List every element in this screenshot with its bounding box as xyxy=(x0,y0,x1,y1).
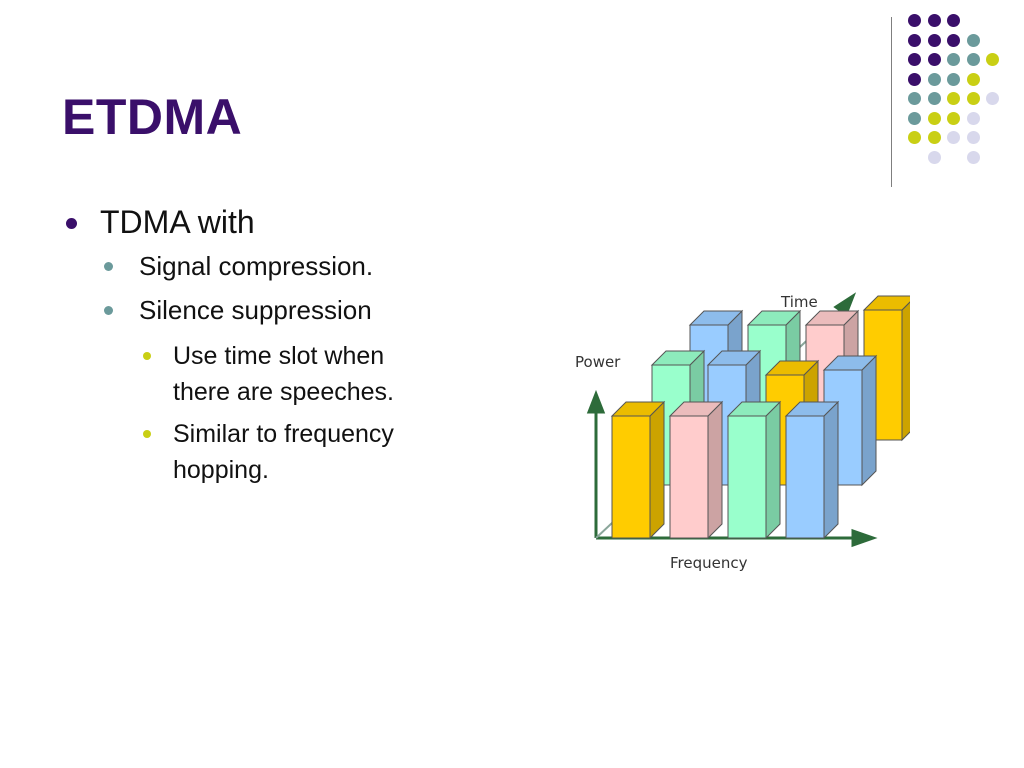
block-side-face xyxy=(765,400,781,540)
block-top-face xyxy=(862,295,910,311)
decorative-dot xyxy=(966,150,980,164)
block-top-face xyxy=(726,401,782,417)
decorative-dot xyxy=(966,72,980,86)
frequency-axis-arrow xyxy=(851,528,878,548)
decorative-dot xyxy=(908,111,921,125)
decorative-dot xyxy=(927,14,941,27)
decorative-dot xyxy=(927,33,941,47)
block-side-face xyxy=(861,354,877,487)
decorative-dot xyxy=(947,131,960,144)
decorative-dot xyxy=(947,14,960,27)
decorative-dot xyxy=(908,33,921,47)
block-top-face xyxy=(650,350,706,366)
bullet-text-line: hopping. xyxy=(173,456,269,484)
decorative-dot xyxy=(947,92,960,105)
decorative-dot xyxy=(966,92,980,105)
decorative-dot-grid xyxy=(908,14,1008,164)
frequency-axis-label: Frequency xyxy=(670,554,748,572)
decorative-dot xyxy=(947,33,960,47)
block-top-face xyxy=(784,401,840,417)
block-top-face xyxy=(746,310,802,326)
bullet-text-line: Use time slot when xyxy=(173,342,385,370)
decorative-dot xyxy=(966,111,980,125)
etdma-diagram: Time Power Frequency xyxy=(570,290,910,580)
bullet-level3: Similar to frequency hopping. xyxy=(60,416,480,488)
decorative-dot xyxy=(966,33,980,47)
etdma-diagram-svg: Time Power Frequency xyxy=(575,292,910,572)
bullet-level2: Signal compression. xyxy=(60,250,480,282)
block-side-face xyxy=(823,400,839,540)
decorative-dot xyxy=(986,53,999,66)
bullet-marker xyxy=(104,262,113,271)
decorative-dot xyxy=(927,53,941,66)
header-divider-line xyxy=(891,17,892,187)
bullet-level2: Silence suppression xyxy=(60,294,480,326)
decorative-dot xyxy=(986,92,999,105)
bullet-marker xyxy=(66,218,77,229)
bullet-marker xyxy=(143,352,151,360)
bullet-text-line: there are speeches. xyxy=(173,378,394,406)
decorative-dot xyxy=(908,72,921,86)
block-top-face xyxy=(688,310,744,326)
bullet-text-line: Similar to frequency xyxy=(173,420,394,448)
decorative-dot xyxy=(908,53,921,66)
block-top-face xyxy=(764,360,820,376)
decorative-dot xyxy=(947,72,960,86)
block-top-face xyxy=(668,401,724,417)
block-side-face xyxy=(707,400,723,540)
decorative-dot xyxy=(927,72,941,86)
bullet-marker xyxy=(143,430,151,438)
bullet-level3: Use time slot when there are speeches. xyxy=(60,338,480,410)
bullet-text: Silence suppression xyxy=(139,295,372,325)
bullet-level1: TDMA with xyxy=(60,200,480,250)
bullet-marker xyxy=(104,306,113,315)
block-top-face xyxy=(804,310,860,326)
block-front-face xyxy=(669,415,709,539)
bullet-list: TDMA with Signal compression. Silence su… xyxy=(60,200,480,494)
diagram-blocks xyxy=(610,295,910,540)
bullet-text: TDMA with xyxy=(100,204,255,240)
decorative-dot xyxy=(947,53,960,66)
decorative-dot xyxy=(927,150,941,164)
block-front-face xyxy=(727,415,767,539)
block-top-face xyxy=(822,355,878,371)
block-top-face xyxy=(706,350,762,366)
decorative-dot xyxy=(927,111,941,125)
power-axis-arrow xyxy=(586,389,606,414)
decorative-dot xyxy=(966,131,980,144)
block-front-face xyxy=(611,415,651,539)
decorative-dot xyxy=(927,92,941,105)
time-axis-label: Time xyxy=(780,293,818,311)
decorative-dot xyxy=(908,131,921,144)
slide-title: ETDMA xyxy=(62,89,243,145)
decorative-dot xyxy=(908,92,921,105)
power-axis-label: Power xyxy=(575,353,621,371)
decorative-dot xyxy=(927,131,941,144)
bullet-text: Signal compression. xyxy=(139,251,374,281)
block-front-face xyxy=(785,415,825,539)
decorative-dot xyxy=(908,14,921,27)
block-top-face xyxy=(610,401,666,417)
decorative-dot xyxy=(947,111,960,125)
decorative-dot xyxy=(966,53,980,66)
block-side-face xyxy=(649,400,665,540)
block-side-face xyxy=(901,301,910,442)
